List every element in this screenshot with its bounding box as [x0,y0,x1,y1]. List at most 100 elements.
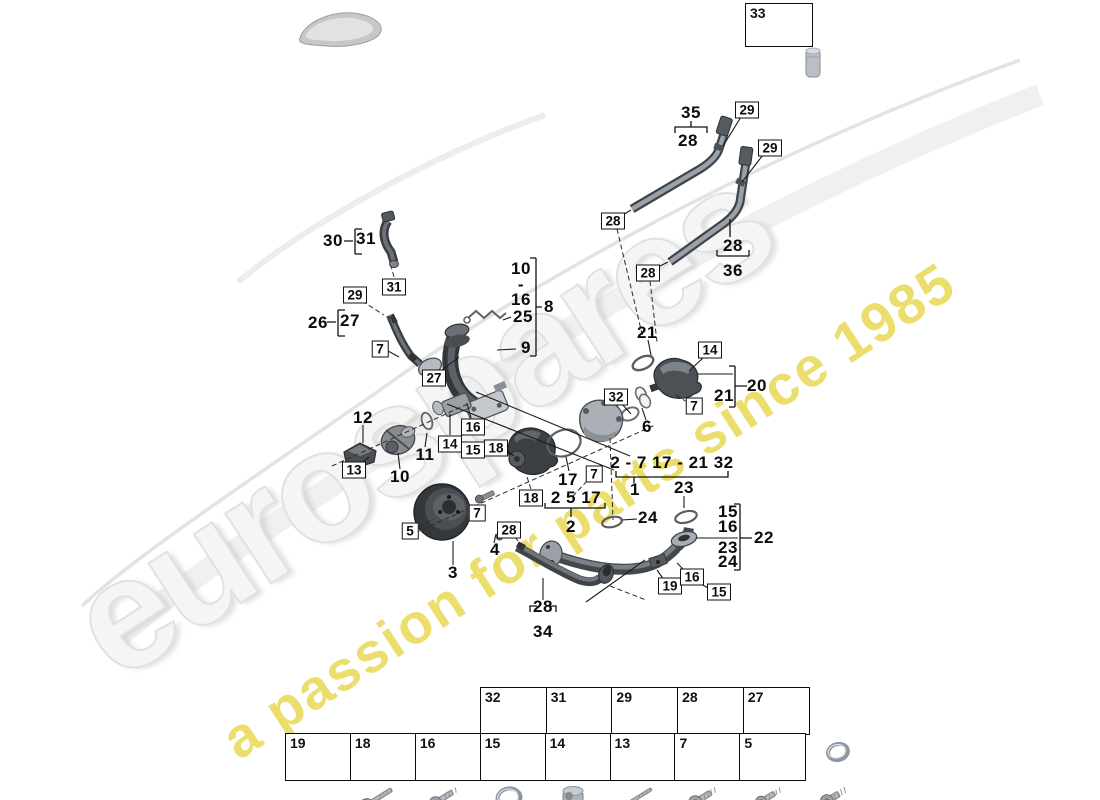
callout-box-32[interactable]: 32 [603,388,629,406]
coolant-pump-2 [507,427,559,476]
legend-cell-31[interactable]: 31 [545,687,655,766]
water-hose-9 [442,323,509,424]
legend-row-top: 32 31 29 28 27 [480,687,851,767]
callout-box-16[interactable]: 16 [679,568,705,586]
legend-cell-14[interactable]: 14 [544,733,653,800]
callout-27[interactable]: 27 [340,311,360,330]
oring-23 [674,509,698,525]
callout-box-5[interactable]: 5 [401,522,419,540]
legend-cell-27[interactable]: 27 [742,687,851,762]
legend-part-number: 32 [485,689,501,705]
legend-cell-13[interactable]: 13 [609,733,716,800]
callout-17[interactable]: 17 [558,470,578,489]
callout-box-29[interactable]: 29 [734,101,760,119]
callout-2---7-17---21-32[interactable]: 2 - 7 17 - 21 32 [610,453,734,472]
water-hose-34 [514,541,615,587]
callout-28[interactable]: 28 [533,597,553,616]
legend-cell-28[interactable]: 28 [677,687,788,765]
legend-cell-5[interactable]: 5 [739,733,846,800]
callout-31[interactable]: 31 [356,229,376,248]
callout-box-7[interactable]: 7 [371,340,389,358]
callout-box-27[interactable]: 27 [421,369,447,387]
callout-2-5-17[interactable]: 2 5 17 [550,488,602,507]
callout-2[interactable]: 2 [566,517,576,536]
callout-35[interactable]: 35 [681,103,701,122]
legend-cell-29[interactable]: 29 [611,687,725,764]
callout-25[interactable]: 25 [513,307,533,326]
callout-20[interactable]: 20 [747,376,767,395]
callout-1[interactable]: 1 [630,480,640,499]
callout-12[interactable]: 12 [353,408,373,427]
legend-cell-16[interactable]: 16 [414,733,523,800]
callout--[interactable]: - [517,275,525,294]
legend-part-number: 28 [682,689,698,705]
callout-9[interactable]: 9 [521,338,531,357]
pump-housing-left [432,392,472,417]
swoosh-short [236,112,547,285]
callout-23[interactable]: 23 [674,478,694,497]
water-manifold-1 [539,526,698,575]
legend-part-number: 31 [550,689,567,705]
callout-box-28[interactable]: 28 [635,264,661,282]
oring-17 [546,428,582,458]
callout-box-18[interactable]: 18 [518,489,544,507]
callout-box-7[interactable]: 7 [468,504,486,522]
callout-6[interactable]: 6 [642,417,652,436]
callout-4[interactable]: 4 [490,540,500,559]
screw-7-loose [474,490,495,504]
callout-16[interactable]: 16 [511,290,531,309]
legend-part-number: 15 [484,735,501,751]
callout-15[interactable]: 15 [718,502,738,521]
callout-22[interactable]: 22 [754,528,774,547]
callout-box-29[interactable]: 29 [757,139,783,157]
callout-10[interactable]: 10 [511,259,531,278]
legend-part-number: 16 [419,735,436,751]
pump-housing-right [578,399,624,443]
callout-36[interactable]: 36 [723,261,743,280]
callout-10[interactable]: 10 [390,467,410,486]
callout-box-7[interactable]: 7 [585,465,603,483]
callout-26[interactable]: 26 [308,313,328,332]
callout-box-19[interactable]: 19 [657,577,683,595]
callout-box-15[interactable]: 15 [460,441,486,459]
callout-23[interactable]: 23 [718,538,738,557]
legend-cell-18[interactable]: 18 [349,733,457,800]
legend-cell-7[interactable]: 7 [674,733,781,800]
callout-24[interactable]: 24 [718,552,738,571]
legend-part-number: 29 [616,689,632,705]
callout-box-14[interactable]: 14 [437,435,463,453]
legend-cell-15[interactable]: 15 [479,733,584,800]
callout-box-28[interactable]: 28 [496,521,522,539]
callout-box-7[interactable]: 7 [685,397,703,415]
callout-28[interactable]: 28 [678,131,698,150]
callout-24[interactable]: 24 [638,508,658,527]
callout-21[interactable]: 21 [714,386,734,405]
legend-cell-32[interactable]: 32 [480,687,593,767]
callout-30[interactable]: 30 [323,231,343,250]
callout-box-15[interactable]: 15 [706,583,732,601]
callout-16[interactable]: 16 [718,517,738,536]
callout-box-28[interactable]: 28 [600,212,626,230]
callout-8[interactable]: 8 [544,297,554,316]
callout-11[interactable]: 11 [415,445,435,464]
callout-box-14[interactable]: 14 [697,341,723,359]
callout-34[interactable]: 34 [533,622,553,641]
callout-box-16[interactable]: 16 [460,418,486,436]
car-silhouette [299,12,382,47]
inset-box-33[interactable]: 33 [745,3,821,78]
callout-box-31[interactable]: 31 [381,278,407,296]
callout-box-13[interactable]: 13 [341,461,367,479]
callout-box-18[interactable]: 18 [483,439,509,457]
aux-pump-10 [380,424,416,456]
vent-hose-31 [379,210,399,268]
legend-cell-19[interactable]: 19 [285,733,393,800]
retaining-clip-25 [463,309,507,324]
callout-box-29[interactable]: 29 [342,286,368,304]
oring-21 [631,354,655,372]
callout-28[interactable]: 28 [723,236,743,255]
callout-3[interactable]: 3 [448,563,458,582]
legend-row-bottom: 19 18 16 15 14 13 7 5 [285,733,846,800]
callout-21[interactable]: 21 [637,323,657,342]
